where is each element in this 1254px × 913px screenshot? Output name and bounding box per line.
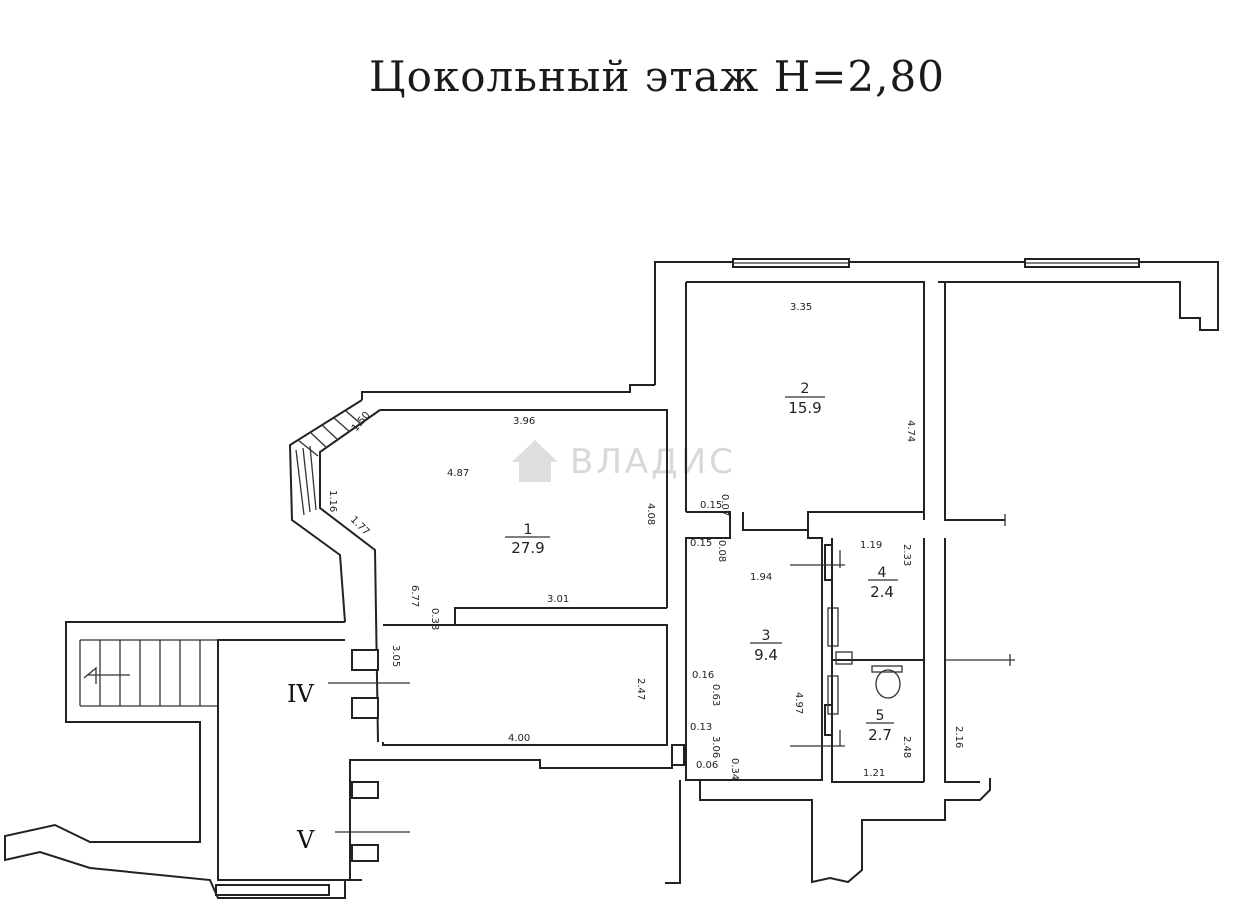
room-1-label: 1 27.9 xyxy=(505,522,550,557)
dimension-label: 0.16 xyxy=(692,670,714,681)
dimension-label: 4.00 xyxy=(508,733,530,744)
room-3-label: 3 9.4 xyxy=(750,628,782,664)
room-number: 4 xyxy=(878,565,887,581)
dimension-label: 3.01 xyxy=(547,594,569,605)
dimension-label: 3.35 xyxy=(790,302,812,313)
dimension-label: 0.15 xyxy=(690,538,712,549)
dimension-label: 0.13 xyxy=(690,722,712,733)
sanitary-fixtures xyxy=(827,607,903,715)
room-number: 5 xyxy=(876,708,885,724)
section-lines xyxy=(328,514,1015,833)
dimension-label: 4.87 xyxy=(447,468,469,479)
section-label-iv: IV xyxy=(287,680,314,708)
dimension-label: 0.38 xyxy=(429,608,440,630)
dimension-label: 4.08 xyxy=(645,503,656,525)
dimension-label: 0.08 xyxy=(716,540,727,562)
room-area: 9.4 xyxy=(754,646,778,664)
room-area: 2.4 xyxy=(870,583,894,601)
dimension-label: 0.06 xyxy=(696,760,718,771)
room-4-label: 4 2.4 xyxy=(868,565,898,601)
dimension-label: 0.63 xyxy=(710,684,721,706)
dimension-label: 1.21 xyxy=(863,768,885,779)
outer-walls xyxy=(4,258,1219,899)
dimension-label: 0.07 xyxy=(719,494,730,516)
dimension-label: 2.33 xyxy=(901,544,912,566)
dimension-label: 1.77 xyxy=(348,514,372,538)
dimension-labels: 3.35 4.74 3.96 4.87 4.08 1.50 1.16 1.77 … xyxy=(327,302,964,780)
dimension-label: 0.15 xyxy=(700,500,722,511)
dimension-label: 3.06 xyxy=(710,736,721,758)
dimension-label: 3.96 xyxy=(513,416,535,427)
dimension-label: 1.16 xyxy=(327,490,338,512)
dimension-label: 6.77 xyxy=(409,585,420,607)
room-2-label: 2 15.9 xyxy=(785,381,825,417)
dimension-label: 4.97 xyxy=(793,692,804,714)
dimension-label: 2.47 xyxy=(635,678,646,700)
room-area: 27.9 xyxy=(511,539,544,557)
watermark: ВЛАДИС xyxy=(512,440,736,482)
room-number: 2 xyxy=(801,381,810,397)
room-area: 2.7 xyxy=(868,726,892,744)
room-area: 15.9 xyxy=(788,399,821,417)
room-number: 3 xyxy=(762,628,771,644)
dimension-label: 4.74 xyxy=(905,420,916,442)
page-title: Цокольный этаж Н=2,80 xyxy=(369,52,945,101)
dimension-label: 3.05 xyxy=(390,645,401,667)
dimension-label: 1.50 xyxy=(350,410,373,434)
house-icon xyxy=(512,440,558,482)
dimension-label: 2.16 xyxy=(953,726,964,748)
section-label-v: V xyxy=(296,826,315,854)
dimension-label: 0.34 xyxy=(729,758,740,780)
room-number: 1 xyxy=(524,522,533,538)
dimension-label: 2.48 xyxy=(901,736,912,758)
dimension-label: 1.94 xyxy=(750,572,772,583)
watermark-text: ВЛАДИС xyxy=(570,442,736,482)
room-5-label: 5 2.7 xyxy=(866,708,894,744)
dimension-label: 1.19 xyxy=(860,540,882,551)
